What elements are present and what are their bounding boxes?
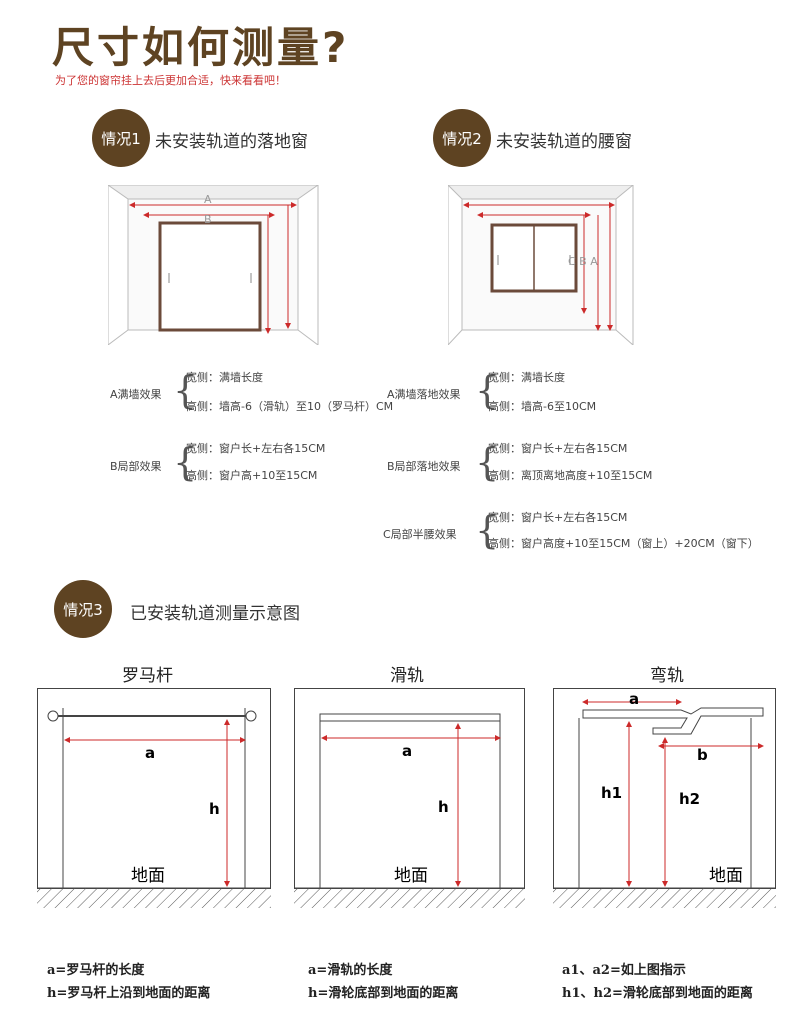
curved-rail-floor: 地面 bbox=[709, 866, 743, 886]
right-spec-c-label: C局部半腰效果 bbox=[383, 528, 457, 541]
case1-badge: 情况1 bbox=[92, 109, 150, 167]
page-title: 尺寸如何测量? bbox=[52, 23, 350, 72]
right-spec-c-height: 高侧：窗户高度+10至15CM（窗上）+20CM（窗下） bbox=[488, 537, 759, 550]
slide-rail-diagram: a h 地面 bbox=[294, 688, 525, 908]
roman-rod-label-a: a bbox=[145, 744, 155, 762]
right-spec-c-width: 宽侧：窗户长+左右各15CM bbox=[488, 511, 628, 524]
slide-rail-label-a: a bbox=[402, 742, 412, 760]
left-spec-a-brace: { bbox=[173, 368, 198, 412]
case1-room-diagram: A B bbox=[108, 185, 319, 345]
right-spec-b-label: B局部落地效果 bbox=[387, 460, 461, 473]
case3-badge: 情况3 bbox=[54, 580, 112, 638]
curved-rail-label-h2: h2 bbox=[679, 790, 700, 808]
slide-rail-caption: 滑轨 bbox=[390, 666, 424, 686]
roman-rod-floor: 地面 bbox=[131, 866, 165, 886]
left-spec-a-label: A满墙效果 bbox=[110, 388, 162, 401]
left-spec-b-label: B局部效果 bbox=[110, 460, 162, 473]
left-spec-b-height: 高侧：窗户高+10至15CM bbox=[186, 469, 318, 482]
roman-rod-caption: 罗马杆 bbox=[122, 666, 173, 686]
curved-rail-note-1: a1、a2=如上图指示 bbox=[562, 963, 686, 978]
right-spec-a-height: 高侧：墙高-6至10CM bbox=[488, 400, 597, 413]
slide-rail-note-2: h=滑轮底部到地面的距离 bbox=[308, 986, 459, 1001]
right-spec-b-height: 高侧：离顶离地高度+10至15CM bbox=[488, 469, 653, 482]
right-spec-b-brace: { bbox=[475, 440, 500, 484]
right-spec-c-brace: { bbox=[475, 508, 500, 552]
page-subtitle: 为了您的窗帘挂上去后更加合适，快来看看吧！ bbox=[55, 74, 286, 87]
curved-rail-diagram: a b h1 h2 地面 bbox=[553, 688, 776, 908]
case1-letter-a: A bbox=[204, 193, 212, 206]
right-spec-a-width: 宽侧：满墙长度 bbox=[488, 371, 565, 384]
left-spec-b-width: 宽侧：窗户长+左右各15CM bbox=[186, 442, 326, 455]
right-spec-a-label: A满墙落地效果 bbox=[387, 388, 461, 401]
curved-rail-label-b: b bbox=[697, 746, 708, 764]
right-spec-a-brace: { bbox=[475, 368, 500, 412]
case1-letter-b: B bbox=[204, 213, 212, 226]
roman-rod-note-2: h=罗马杆上沿到地面的距离 bbox=[47, 986, 211, 1001]
roman-rod-label-h: h bbox=[209, 800, 220, 818]
case3-title: 已安装轨道测量示意图 bbox=[130, 604, 300, 624]
case2-room-diagram: C B A bbox=[448, 185, 634, 345]
slide-rail-note-1: a=滑轨的长度 bbox=[308, 963, 393, 978]
roman-rod-note-1: a=罗马杆的长度 bbox=[47, 963, 145, 978]
case2-letters: C B A bbox=[568, 255, 598, 268]
left-spec-b-brace: { bbox=[173, 440, 198, 484]
case2-title: 未安装轨道的腰窗 bbox=[496, 132, 632, 152]
case2-badge: 情况2 bbox=[433, 109, 491, 167]
left-spec-a-width: 宽侧：满墙长度 bbox=[186, 371, 263, 384]
right-spec-b-width: 宽侧：窗户长+左右各15CM bbox=[488, 442, 628, 455]
curved-rail-label-h1: h1 bbox=[601, 784, 622, 802]
curved-rail-note-2: h1、h2=滑轮底部到地面的距离 bbox=[562, 986, 753, 1001]
left-spec-a-height: 高侧：墙高-6（滑轨）至10（罗马杆）CM bbox=[186, 400, 394, 413]
curved-rail-label-a: a bbox=[629, 690, 639, 708]
case1-title: 未安装轨道的落地窗 bbox=[155, 132, 308, 152]
roman-rod-diagram: a h 地面 bbox=[37, 688, 271, 908]
slide-rail-label-h: h bbox=[438, 798, 449, 816]
slide-rail-floor: 地面 bbox=[394, 866, 428, 886]
curved-rail-caption: 弯轨 bbox=[650, 666, 684, 686]
